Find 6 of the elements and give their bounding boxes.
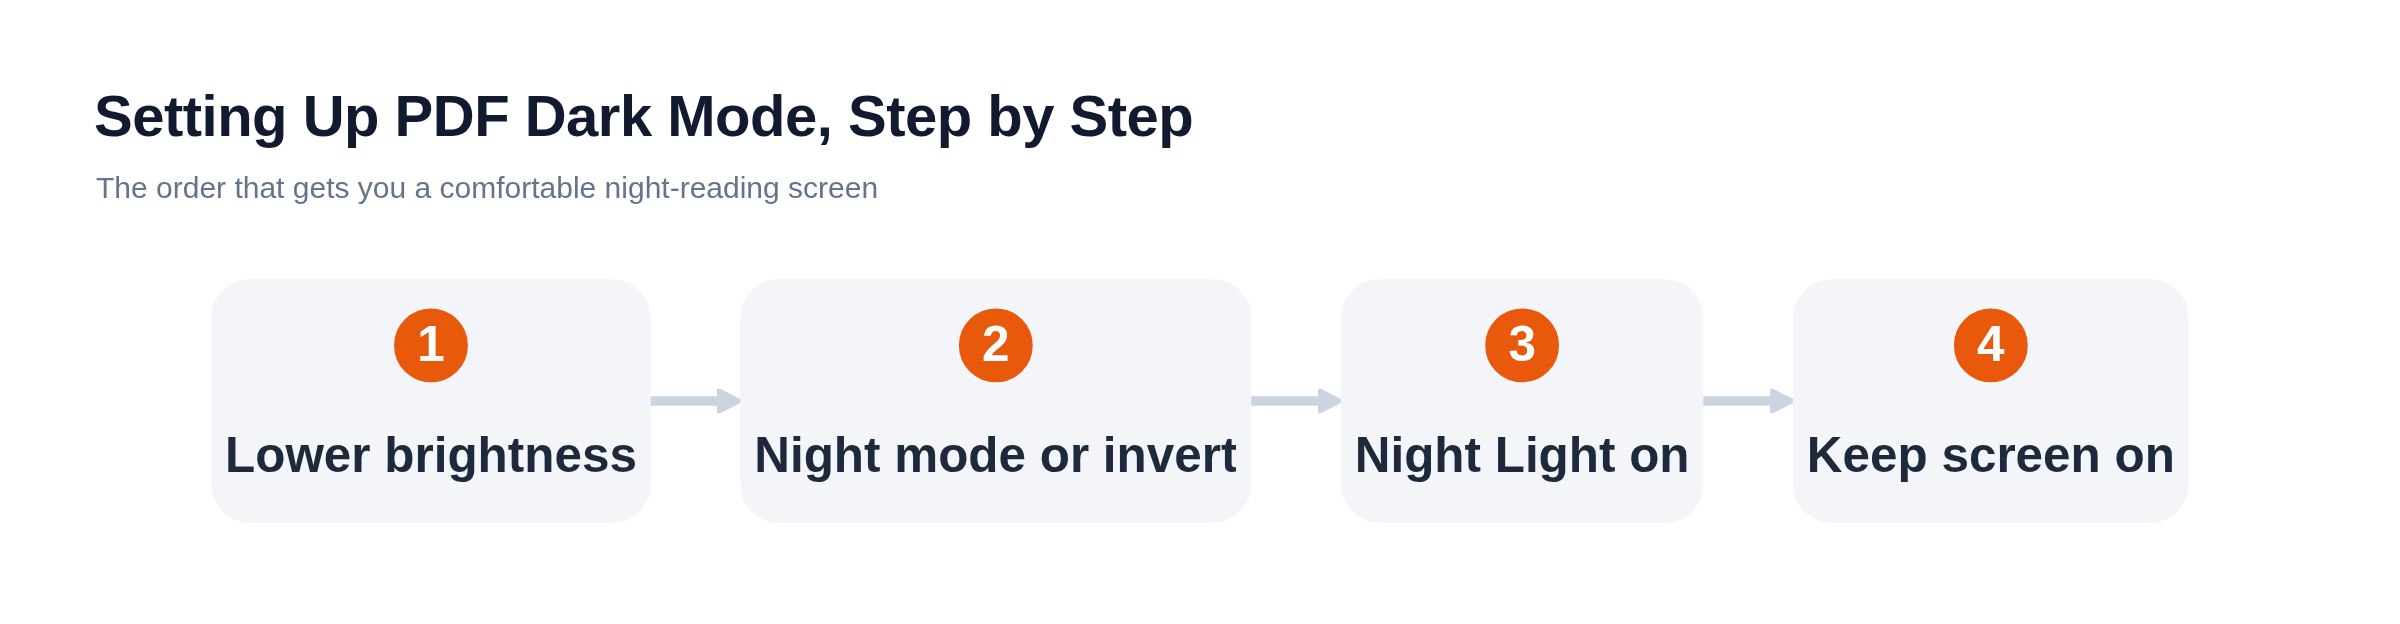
node-circle: 3 bbox=[1485, 308, 1560, 383]
node-circle: 4 bbox=[1954, 308, 2028, 383]
node-circle: 1 bbox=[394, 308, 468, 383]
title: Setting Up PDF Dark Mode, Step by Step bbox=[94, 82, 1194, 150]
subtitle: The order that gets you a comfortable night-reading screen bbox=[96, 170, 879, 206]
node-circle: 2 bbox=[958, 308, 1033, 383]
